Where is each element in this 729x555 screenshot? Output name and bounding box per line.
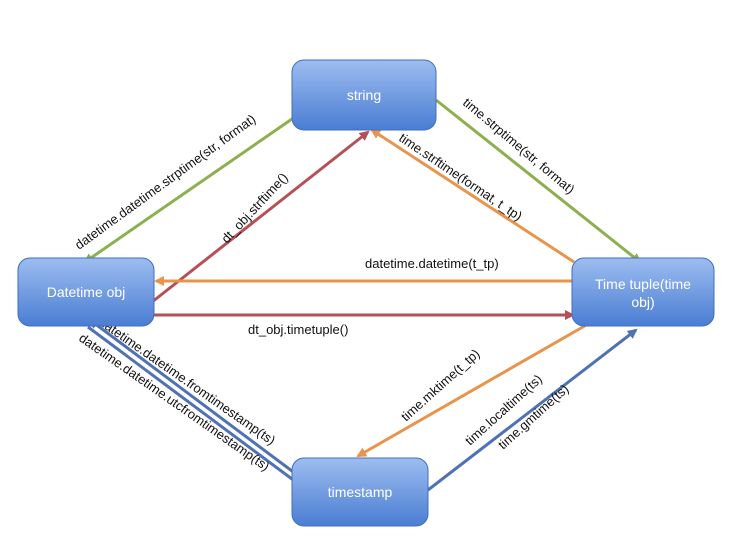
label-dt-strftime: dt_obj.strftime() xyxy=(218,170,291,246)
edge-localtime-gmtime xyxy=(427,328,638,492)
edge-utcfromtimestamp xyxy=(87,325,297,484)
label-mktime: time.mktime(t_tp) xyxy=(398,346,483,424)
edge-dt-strftime xyxy=(151,130,370,304)
node-time-tuple-label-line1: Time tuple(time xyxy=(595,276,691,292)
edge-mktime xyxy=(356,322,589,458)
label-utcfromtimestamp: datetime.datetime.utcfromtimestamp(ts) xyxy=(76,330,272,474)
node-datetime-obj-label: Datetime obj xyxy=(47,284,126,300)
node-timestamp: timestamp xyxy=(291,457,429,527)
edge-strptime-time xyxy=(435,98,642,264)
label-datetime-from-tuple: datetime.datetime(t_tp) xyxy=(365,256,499,271)
node-string-label: string xyxy=(347,87,381,103)
node-timestamp-label: timestamp xyxy=(328,484,393,500)
edge-time-strftime xyxy=(370,128,575,264)
edge-strptime-datetime xyxy=(83,108,306,264)
node-time-tuple-label-line2: obj) xyxy=(631,294,654,310)
node-datetime-obj: Datetime obj xyxy=(17,257,155,327)
edge-fromtimestamp xyxy=(88,318,297,476)
node-string: string xyxy=(291,59,437,131)
node-time-tuple: Time tuple(time obj) xyxy=(571,257,715,327)
label-timetuple: dt_obj.timetuple() xyxy=(248,322,348,337)
